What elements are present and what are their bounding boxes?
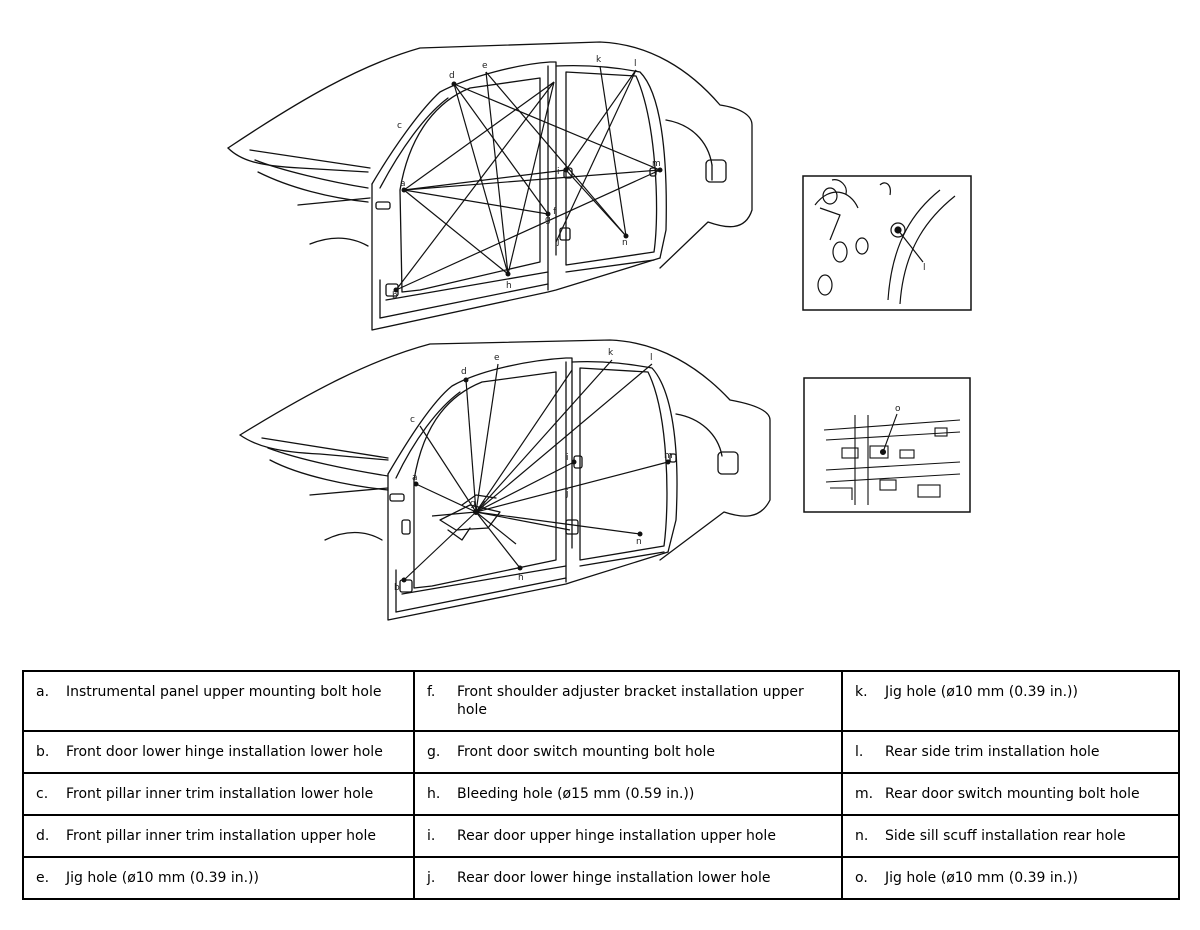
point-label: n xyxy=(636,537,642,547)
legend-cell: l. Rear side trim installation hole xyxy=(841,730,1180,774)
legend-cell: i. Rear door upper hinge installation upp… xyxy=(413,814,843,858)
legend-cell: h. Bleeding hole (ø15 mm (0.59 in.)) xyxy=(413,772,843,816)
point-label: h xyxy=(518,573,524,583)
point-label: g xyxy=(470,499,476,509)
legend-cell: b. Front door lower hinge installation lo… xyxy=(22,730,415,774)
point-label: i xyxy=(557,167,560,177)
reference-points-upper xyxy=(393,81,663,293)
point-label: n xyxy=(622,238,628,248)
point-labels-lower: a b c d e f g h i j k l m n xyxy=(394,348,673,593)
point-label: a xyxy=(400,179,406,189)
legend-text: Jig hole (ø10 mm (0.39 in.)) xyxy=(66,870,259,886)
point-label: f xyxy=(482,501,486,511)
measurement-lines-lower xyxy=(403,359,669,581)
legend-letter: n. xyxy=(855,828,869,844)
legend-text: Front door lower hinge installation lowe… xyxy=(66,744,383,760)
point-label: j xyxy=(565,489,569,499)
legend-row: a. Instrumental panel upper mounting bolt… xyxy=(22,670,1180,732)
legend-letter: l. xyxy=(855,744,864,760)
point-label: c xyxy=(410,415,415,425)
legend-row: b. Front door lower hinge installation lo… xyxy=(22,730,1180,774)
legend-letter: f. xyxy=(427,684,436,700)
point-label: j xyxy=(556,237,560,247)
legend-text: Jig hole (ø10 mm (0.39 in.)) xyxy=(885,870,1078,886)
detail-inset-upper: l xyxy=(802,175,972,311)
legend-letter: g. xyxy=(427,744,441,760)
point-label: i xyxy=(566,453,569,463)
legend-letter: i. xyxy=(427,828,436,844)
point-label: e xyxy=(494,353,500,363)
point-label: l xyxy=(650,353,653,363)
legend-letter: k. xyxy=(855,684,868,700)
point-labels-upper: a b c d e f g h i j k l m n xyxy=(392,55,661,301)
legend-row: d. Front pillar inner trim installation u… xyxy=(22,814,1180,858)
point-label: e xyxy=(482,61,488,71)
legend-cell: f. Front shoulder adjuster bracket instal… xyxy=(413,670,843,732)
point-label: k xyxy=(596,55,602,65)
legend-cell: d. Front pillar inner trim installation u… xyxy=(22,814,415,858)
legend-text: Rear door lower hinge installation lower… xyxy=(457,870,771,886)
legend-cell: a. Instrumental panel upper mounting bolt… xyxy=(22,670,415,732)
inset-label: o xyxy=(895,404,901,414)
detail-inset-lower: o xyxy=(803,377,971,513)
reference-points-lower xyxy=(401,377,671,583)
measurement-lines-upper xyxy=(395,65,661,291)
legend-letter: o. xyxy=(855,870,868,886)
car-body-side-view-upper xyxy=(227,41,753,331)
legend-cell: c. Front pillar inner trim installation l… xyxy=(22,772,415,816)
legend-cell: j. Rear door lower hinge installation low… xyxy=(413,856,843,900)
point-label: a xyxy=(412,473,418,483)
point-label: g xyxy=(545,215,551,225)
legend-text: Side sill scuff installation rear hole xyxy=(885,828,1126,844)
point-label: d xyxy=(461,367,467,377)
inset-label: l xyxy=(923,263,926,273)
legend-letter: d. xyxy=(36,828,50,844)
legend-letter: a. xyxy=(36,684,50,700)
point-label: m xyxy=(664,451,673,461)
legend-text: Rear door upper hinge installation upper… xyxy=(457,828,776,844)
point-label: b xyxy=(392,291,398,301)
legend-cell: k. Jig hole (ø10 mm (0.39 in.)) xyxy=(841,670,1180,732)
point-label: d xyxy=(449,71,455,81)
legend-text: Rear door switch mounting bolt hole xyxy=(885,786,1140,802)
point-label: m xyxy=(652,159,661,169)
point-label: f xyxy=(553,207,557,217)
legend-text: Jig hole (ø10 mm (0.39 in.)) xyxy=(885,684,1078,700)
legend-letter: j. xyxy=(427,870,436,886)
legend-cell: e. Jig hole (ø10 mm (0.39 in.)) xyxy=(22,856,415,900)
car-body-side-view-lower xyxy=(239,339,771,621)
legend-letter: c. xyxy=(36,786,49,802)
point-label: b xyxy=(394,583,400,593)
point-label: h xyxy=(506,281,512,291)
legend-text: Front door switch mounting bolt hole xyxy=(457,744,715,760)
point-label: k xyxy=(608,348,614,358)
legend-row: c. Front pillar inner trim installation l… xyxy=(22,772,1180,816)
legend-letter: e. xyxy=(36,870,50,886)
legend-text: Front pillar inner trim installation low… xyxy=(66,786,374,802)
legend-text: Rear side trim installation hole xyxy=(885,744,1100,760)
legend-text: Bleeding hole (ø15 mm (0.59 in.)) xyxy=(457,786,695,802)
body-dimension-figure: a b c d e f g h i j k l m n xyxy=(227,41,972,621)
legend-text: Instrumental panel upper mounting bolt h… xyxy=(66,684,382,700)
legend-cell: o. Jig hole (ø10 mm (0.39 in.)) xyxy=(841,856,1180,900)
legend-cell: g. Front door switch mounting bolt hole xyxy=(413,730,843,774)
legend-letter: b. xyxy=(36,744,50,760)
point-label: c xyxy=(397,121,402,131)
legend-letter: h. xyxy=(427,786,441,802)
legend-cell: n. Side sill scuff installation rear hole xyxy=(841,814,1180,858)
legend-text: Front shoulder adjuster bracket installa… xyxy=(457,684,804,718)
legend-text: Front pillar inner trim installation upp… xyxy=(66,828,377,844)
legend-row: e. Jig hole (ø10 mm (0.39 in.)) j. Rear do… xyxy=(22,856,1180,900)
legend-table: a. Instrumental panel upper mounting bolt… xyxy=(22,670,1180,900)
legend-cell: m. Rear door switch mounting bolt hole xyxy=(841,772,1180,816)
point-label: l xyxy=(634,59,637,69)
legend-letter: m. xyxy=(855,786,874,802)
